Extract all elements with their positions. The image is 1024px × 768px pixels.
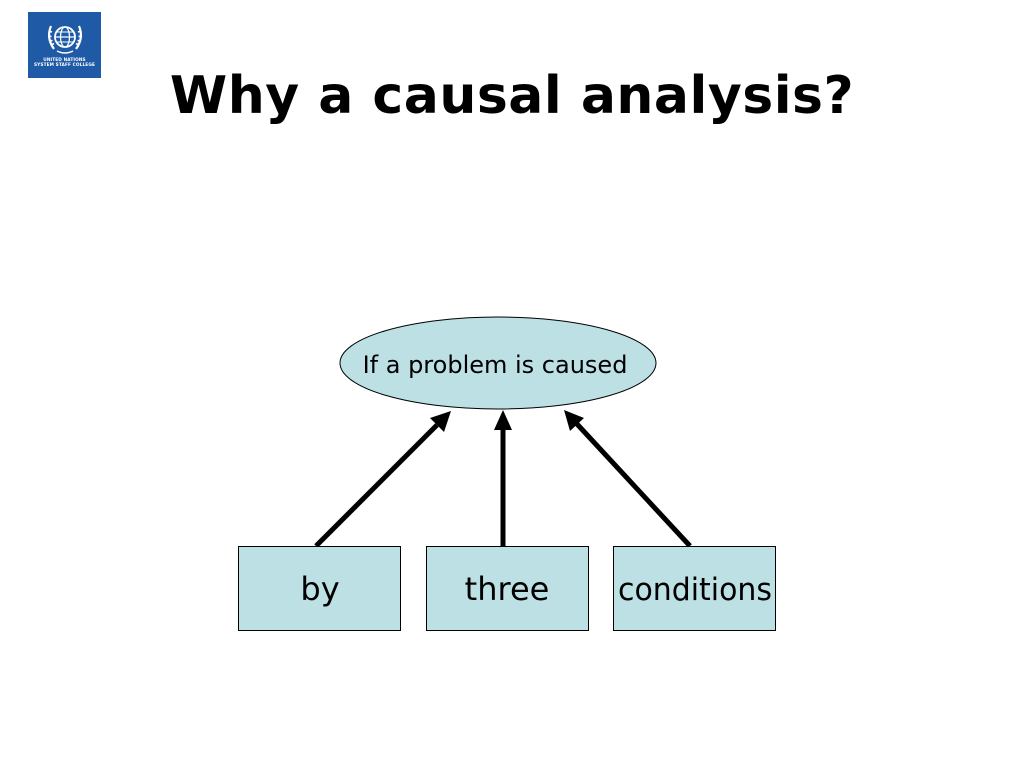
condition-box-label: three	[465, 570, 550, 608]
logo-text-line2: SYSTEM STAFF COLLEGE	[33, 63, 95, 68]
slide-title: Why a causal analysis?	[169, 66, 855, 126]
arrow-left	[314, 411, 451, 548]
arrow-center	[494, 410, 512, 546]
condition-box: conditions	[613, 546, 776, 631]
un-staff-college-logo: UNITED NATIONS SYSTEM STAFF COLLEGE	[28, 12, 101, 78]
condition-box: three	[426, 546, 589, 631]
un-emblem-icon	[47, 25, 82, 54]
logo-text-line1: UNITED NATIONS	[43, 58, 86, 63]
problem-ellipse	[339, 316, 657, 410]
condition-box: by	[238, 546, 401, 631]
condition-box-label: by	[300, 570, 339, 608]
problem-ellipse-label: If a problem is caused	[363, 351, 628, 379]
condition-box-label: conditions	[618, 572, 772, 608]
arrow-right	[564, 410, 692, 548]
